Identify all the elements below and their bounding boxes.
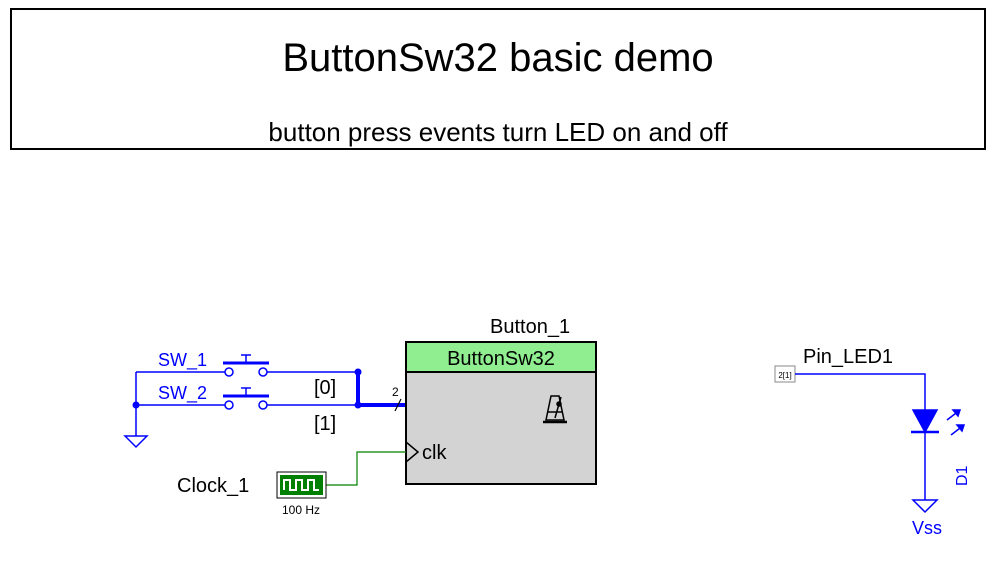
bus-bit1-label: [1] bbox=[314, 413, 336, 435]
light-emission-icon bbox=[946, 409, 966, 436]
clock-source[interactable] bbox=[276, 471, 327, 499]
clk-pin bbox=[405, 441, 420, 463]
bus-width-label: 2 bbox=[392, 385, 399, 399]
junction-dot bbox=[354, 368, 362, 376]
vss-label: Vss bbox=[912, 518, 942, 538]
bus-bit0-label: [0] bbox=[314, 377, 336, 399]
vss-symbol bbox=[911, 499, 939, 514]
switch-sw2[interactable] bbox=[223, 387, 358, 410]
bus-wire bbox=[356, 372, 406, 412]
page-subtitle: button press events turn LED on and off bbox=[268, 117, 728, 147]
clock-frequency-label: 100 Hz bbox=[282, 503, 320, 517]
ground-bus bbox=[135, 371, 225, 436]
led-d1[interactable] bbox=[911, 409, 939, 434]
sw2-label: SW_2 bbox=[158, 383, 207, 404]
metronome-icon bbox=[543, 395, 567, 424]
buttonsw32-block[interactable] bbox=[405, 341, 597, 485]
block-type-label: ButtonSw32 bbox=[447, 348, 555, 370]
ground-symbol bbox=[123, 435, 149, 449]
pin-box-label: 2[1] bbox=[778, 371, 791, 380]
clk-pin-label: clk bbox=[422, 442, 447, 464]
clock-waveform-icon bbox=[283, 479, 319, 491]
sw1-label: SW_1 bbox=[158, 350, 207, 371]
clock-name-label: Clock_1 bbox=[177, 475, 249, 497]
led-name-label: D1 bbox=[954, 465, 971, 486]
button-instance-name: Button_1 bbox=[490, 316, 570, 338]
junction-dot bbox=[354, 401, 362, 409]
junction-dot bbox=[132, 401, 140, 409]
led-wire bbox=[795, 373, 926, 500]
page-title: ButtonSw32 basic demo bbox=[282, 36, 714, 80]
title-frame: ButtonSw32 basic demo button press event… bbox=[10, 8, 986, 150]
clock-wire bbox=[326, 451, 406, 486]
pin-name-label: Pin_LED1 bbox=[803, 346, 893, 368]
switch-sw1[interactable] bbox=[223, 354, 358, 377]
